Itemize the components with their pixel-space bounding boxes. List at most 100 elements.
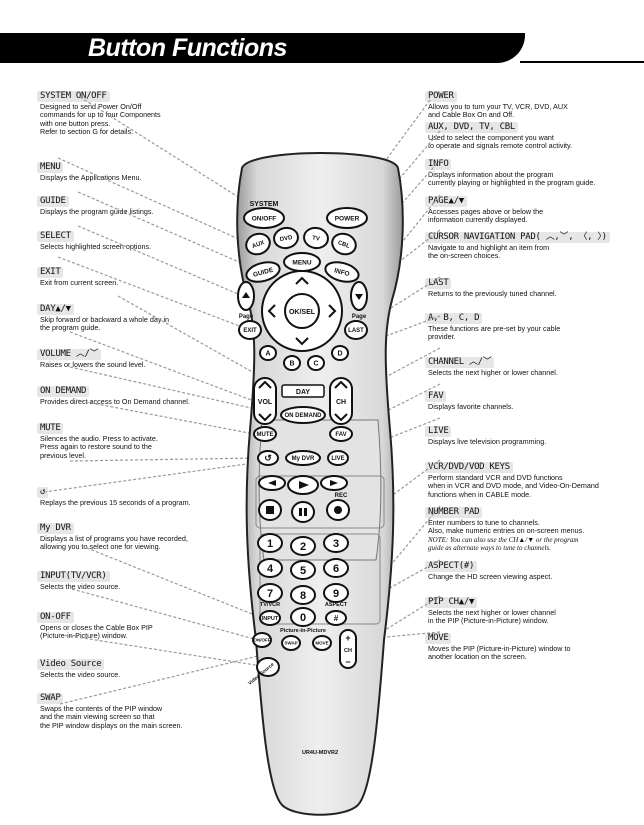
left-item: ↺Replays the previous 15 seconds of a pr… — [37, 487, 191, 507]
right-item-note: NOTE: You can also use the CH▲/▼ or the … — [428, 535, 579, 544]
nav-down-icon[interactable] — [295, 337, 309, 346]
system-label: SYSTEM — [250, 201, 279, 208]
right-item-text: Allows you to turn your TV, VCR, DVD, AU… — [428, 102, 568, 111]
exit-button[interactable]: EXIT — [238, 320, 262, 340]
right-item-heading: NUMBER PAD — [425, 507, 483, 518]
number-8-button[interactable]: 8 — [290, 585, 316, 605]
left-item-heading: EXIT — [37, 267, 64, 278]
c-button[interactable]: C — [307, 355, 325, 371]
nav-left-icon[interactable] — [267, 304, 276, 318]
menu-button[interactable]: MENU — [283, 252, 321, 272]
number-8-label: 8 — [300, 590, 306, 602]
video-source-button[interactable] — [256, 657, 280, 677]
number-3-label: 3 — [333, 538, 339, 550]
d-button[interactable]: D — [331, 345, 349, 361]
input-button[interactable]: INPUT — [259, 610, 281, 626]
right-item-text: These functions are pre-set by your cabl… — [428, 324, 561, 333]
number-9-button[interactable]: 9 — [323, 583, 349, 603]
move-button[interactable]: MOVE — [312, 635, 332, 651]
mute-button-label: MUTE — [257, 432, 274, 438]
cbl-button-label: CBL — [337, 240, 351, 250]
number-9-label: 9 — [333, 588, 339, 600]
guide-button[interactable]: GUIDE — [244, 259, 282, 285]
model-label: UR4U-MDVR2 — [302, 750, 338, 756]
right-item-text: another location on the screen. — [428, 652, 527, 662]
live-button[interactable]: LIVE — [327, 450, 349, 466]
left-item-text: the PIP window displays on the main scre… — [40, 720, 183, 730]
number-7-button[interactable]: 7 — [257, 583, 283, 603]
left-item-heading: My DVR — [37, 523, 74, 534]
number-2-button[interactable]: 2 — [290, 536, 316, 556]
left-item-heading: GUIDE — [37, 196, 69, 207]
volume-rocker[interactable]: VOL — [253, 377, 277, 425]
tv-button[interactable]: TV — [302, 226, 329, 250]
number-5-button[interactable]: 5 — [290, 560, 316, 580]
tv-vcr-label: TV/VCR — [260, 602, 280, 608]
right-item-text: Perform standard VCR and DVD functions — [428, 473, 563, 482]
b-button[interactable]: B — [283, 355, 301, 371]
pip-on-off-button[interactable]: ON/OFF — [252, 632, 272, 648]
a-button[interactable]: A — [259, 345, 277, 361]
right-item-text: provider. — [428, 332, 456, 342]
last-button[interactable]: LAST — [344, 320, 368, 340]
power-button[interactable]: POWER — [326, 207, 368, 229]
pip-channel-rocker[interactable]: +−CH — [339, 629, 357, 669]
right-item: PAGE▲/▼Accesses pages above or below the… — [425, 196, 543, 225]
transport-panel — [255, 475, 385, 529]
number-1-button[interactable]: 1 — [257, 533, 283, 553]
nav-right-icon[interactable] — [328, 304, 337, 318]
mute-button[interactable]: MUTE — [253, 426, 277, 442]
vol-label: VOL — [258, 399, 273, 406]
right-item: CURSOR NAVIGATION PAD( ︿,﹀, 〈, 〉)Navigat… — [425, 232, 610, 261]
system-on-off-button[interactable]: ON/OFF — [243, 207, 285, 229]
fav-button[interactable]: FAV — [329, 426, 353, 442]
number-pad-panel — [259, 533, 381, 625]
day-label: DAY — [296, 389, 310, 396]
number-4-label: 4 — [267, 563, 274, 575]
left-item-heading: SWAP — [37, 693, 64, 704]
right-item-heading: A, B, C, D — [425, 313, 483, 324]
cursor-navigation-pad[interactable]: OK/SEL — [261, 270, 343, 352]
number-0-button[interactable]: 0 — [290, 607, 316, 627]
replay-button[interactable] — [257, 450, 279, 466]
day-buttons[interactable]: DAY — [281, 384, 325, 398]
number-0-label: 0 — [300, 612, 306, 624]
rewind-icon — [268, 480, 276, 486]
channel-rocker[interactable]: CH — [329, 377, 353, 425]
b-button-label: B — [289, 360, 294, 367]
number-3-button[interactable]: 3 — [323, 533, 349, 553]
left-item-text: Displays the Applications Menu. — [40, 173, 142, 182]
right-item-heading: AUX, DVD, TV, CBL — [425, 122, 519, 133]
on-demand-button[interactable]: ON DEMAND — [280, 406, 326, 424]
dvd-button-label: DVD — [279, 235, 293, 243]
left-item: DAY▲/▼Skip forward or backward a whole d… — [37, 304, 169, 333]
left-item-text: Opens or closes the Cable Box PIP — [40, 623, 153, 632]
number-4-button[interactable]: 4 — [257, 558, 283, 578]
number-1-label: 1 — [267, 538, 273, 550]
number-6-button[interactable]: 6 — [323, 558, 349, 578]
dvd-button[interactable]: DVD — [272, 226, 299, 250]
d-button-label: D — [337, 350, 342, 357]
aspect-button[interactable]: # — [325, 610, 347, 626]
right-item-text: Selects the next higher or lower channel — [428, 608, 556, 617]
my-dvr-button[interactable]: My DVR — [285, 450, 321, 466]
left-item-text: Refer to section G for details. — [40, 127, 134, 137]
leader-line — [339, 315, 441, 354]
left-item-text: allowing you to select one for viewing. — [40, 542, 161, 552]
aux-button-label: AUX — [251, 240, 265, 250]
page-left-label: Page — [239, 314, 254, 320]
info-button[interactable]: INFO — [323, 259, 361, 285]
leader-line — [69, 331, 255, 402]
pause-button[interactable] — [291, 501, 315, 523]
nav-up-icon[interactable] — [295, 276, 309, 285]
swap-button[interactable]: SWAP — [281, 635, 301, 651]
aux-button[interactable]: AUX — [243, 230, 272, 257]
right-item-text: Selects the next higher or lower channel… — [428, 368, 558, 377]
cbl-button[interactable]: CBL — [329, 230, 358, 257]
